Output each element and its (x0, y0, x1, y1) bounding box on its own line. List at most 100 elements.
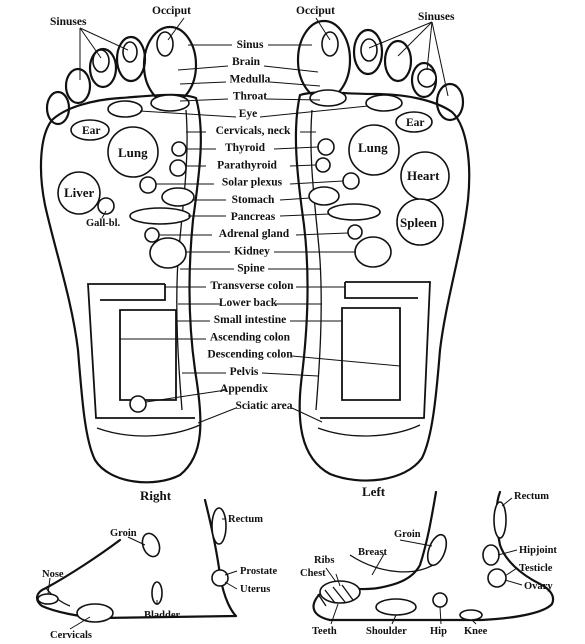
center-label-parathyroid: Parathyroid (217, 159, 277, 171)
toe-5-left (437, 84, 463, 120)
label-bladder: Bladder (144, 610, 181, 621)
left-spine-line (311, 110, 321, 410)
sinus-zone-left-4 (418, 69, 436, 87)
throat-zone-left (310, 90, 346, 106)
label-sinuses-right: Sinuses (418, 11, 455, 23)
cervicals-zone (77, 604, 113, 622)
center-label-eye: Eye (239, 108, 258, 120)
adrenal-dot-left (348, 225, 362, 239)
center-label-small-intestine: Small intestine (214, 314, 287, 326)
solar-plexus-dot-right (140, 177, 156, 193)
center-label-transverse-colon: Transverse colon (210, 280, 294, 292)
label-breast: Breast (358, 547, 387, 558)
label-uterus: Uterus (240, 584, 270, 595)
label-hip: Hip (430, 626, 447, 637)
label-testicle: Testicle (519, 563, 553, 574)
label-cervicals: Cervicals (50, 630, 92, 641)
label-ear-right: Ear (406, 117, 425, 129)
shoulder-zone (376, 599, 416, 615)
center-label-throat: Throat (233, 91, 267, 103)
center-label-stomach: Stomach (232, 194, 275, 206)
heel-arc-left (318, 425, 420, 436)
label-ribs: Ribs (314, 555, 334, 566)
label-occiput-left: Occiput (152, 5, 191, 17)
label-chest: Chest (300, 568, 326, 579)
center-label-brain: Brain (232, 56, 261, 68)
stomach-zone-right (162, 188, 194, 206)
center-label-spine: Spine (237, 263, 265, 275)
label-hipjoint: Hipjoint (519, 545, 557, 556)
colon-zone-left (320, 282, 430, 418)
eye-zone-right (108, 101, 142, 117)
label-heart: Heart (407, 168, 440, 183)
label-rectum-right: Rectum (228, 514, 263, 525)
label-ovary: Ovary (524, 581, 553, 592)
center-label-kidney: Kidney (234, 245, 270, 257)
label-occiput-right: Occiput (296, 5, 335, 17)
thyroid-dot-left (318, 139, 334, 155)
center-label-adrenal-gland: Adrenal gland (219, 228, 290, 240)
label-knee: Knee (464, 626, 488, 637)
title-left: Left (362, 484, 386, 499)
sinus-zone-right-3 (93, 50, 109, 72)
center-label-medulla: Medulla (230, 73, 271, 85)
center-label-thyroid: Thyroid (225, 142, 266, 154)
center-label-appendix: Appendix (220, 383, 268, 395)
center-label-ascending-colon: Ascending colon (210, 331, 291, 343)
knee-zone (460, 610, 482, 620)
label-teeth: Teeth (312, 626, 337, 637)
label-prostate: Prostate (240, 566, 277, 577)
label-sinuses-left: Sinuses (50, 16, 87, 28)
center-label-lower-back: Lower back (219, 297, 278, 309)
thyroid-dot-right (172, 142, 186, 156)
toe-4-right (66, 69, 90, 103)
parathyroid-dot-right (170, 160, 186, 176)
big-toe-left (298, 21, 350, 99)
center-label-pelvis: Pelvis (230, 366, 259, 378)
pancreas-zone-left (328, 204, 380, 220)
title-right: Right (140, 488, 172, 503)
occiput-zone-left (322, 32, 338, 56)
label-shoulder: Shoulder (366, 626, 407, 637)
right-side-view (37, 500, 236, 622)
toe-5-right (47, 92, 69, 124)
center-label-pancreas: Pancreas (231, 211, 276, 223)
hipjoint-zone (483, 545, 499, 565)
eye-zone-left (366, 95, 402, 111)
parathyroid-dot-left (316, 158, 330, 172)
appendix-dot (130, 396, 146, 412)
label-nose: Nose (42, 569, 64, 580)
stomach-zone-left (309, 187, 339, 205)
hip-dot (433, 593, 447, 607)
rectum-zone-left (494, 502, 506, 538)
label-groin-right: Groin (110, 528, 137, 539)
rectum-zone-right (212, 508, 226, 544)
sinus-zone-left-2 (361, 39, 377, 61)
solar-plexus-dot-left (343, 173, 359, 189)
testicle-ovary-dot (488, 569, 506, 587)
center-label-sciatic-area: Sciatic area (236, 400, 293, 412)
groin-zone-right (139, 531, 162, 559)
center-label-descending-colon: Descending colon (207, 349, 293, 361)
label-lung-left: Lung (118, 145, 148, 160)
prostate-dot (212, 570, 228, 586)
label-ear-left: Ear (82, 125, 101, 137)
pancreas-zone-right (130, 208, 190, 224)
right-side-outline (37, 500, 236, 618)
center-label-cervicals-neck: Cervicals, neck (216, 125, 291, 137)
center-label-solar-plexus: Solar plexus (222, 177, 283, 189)
label-lung-right: Lung (358, 140, 388, 155)
center-label-sinus: Sinus (237, 39, 264, 51)
kidney-zone-left (355, 237, 391, 267)
label-gall-bladder: Gall-bl. (86, 218, 121, 229)
label-liver: Liver (64, 185, 95, 200)
throat-zone-right (151, 95, 189, 111)
label-groin-left: Groin (394, 529, 421, 540)
label-rectum-left: Rectum (514, 491, 549, 502)
heel-arc-right (97, 425, 200, 436)
sinus-zone-right-2 (123, 42, 137, 62)
adrenal-dot-right (145, 228, 159, 242)
